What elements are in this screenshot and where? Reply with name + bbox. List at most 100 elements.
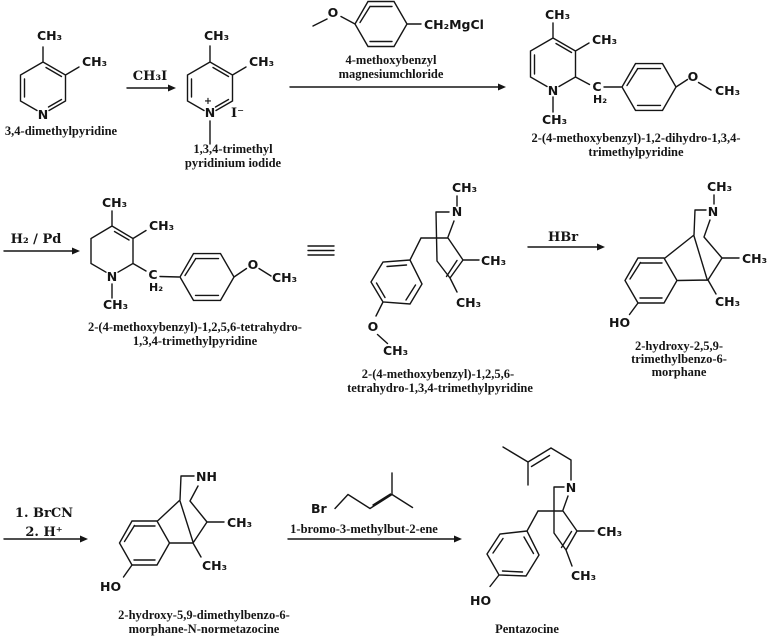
methyl-label: CH₃ (202, 558, 227, 573)
compound-name: 2-(4-methoxybenzyl)-1,2,5,6- (362, 367, 514, 381)
bonds (118, 475, 225, 578)
reaction-arrow-3: H₂ / Pd (3, 232, 80, 255)
structure-normetazocine: NH CH₃ CH₃ HO 2-hydroxy-5,9-dimethylbenz… (100, 469, 290, 636)
compound-name: Pentazocine (495, 622, 559, 636)
compound-name: 2-(4-methoxybenzyl)-1,2-dihydro-1,3,4- (531, 131, 740, 145)
plus-charge-label: + (204, 96, 212, 107)
methyl-label: CH₃ (592, 32, 617, 47)
reagent-label: CH₃I (133, 69, 167, 84)
bonds (370, 195, 480, 345)
oxygen-label: O (248, 257, 259, 272)
bonds (312, 0, 422, 48)
arrowhead (72, 247, 80, 255)
compound-name: 2-(4-methoxybenzyl)-1,2,5,6-tetrahydro- (88, 320, 302, 334)
iodide-label: I⁻ (231, 106, 244, 121)
oxygen-label: O (368, 319, 379, 334)
arrowhead (498, 83, 506, 91)
benzylic-h2-label: H₂ (149, 281, 163, 294)
methoxy-methyl-label: CH₃ (715, 83, 740, 98)
nitrogen-label: N (566, 480, 576, 495)
compound-name: morphane (652, 365, 707, 379)
methoxy-methyl-label: CH₃ (272, 270, 297, 285)
bonds (19, 46, 80, 112)
reagent-label: HBr (548, 230, 578, 245)
reagent-prenyl-bromide: Br 1-bromo-3-methylbut-2-ene (290, 472, 438, 536)
arrowhead (80, 535, 88, 543)
compound-name: trimethylpyridine (588, 145, 684, 159)
n-methyl-label: CH₃ (452, 180, 477, 195)
oxygen-label: O (328, 5, 339, 20)
methyl-label: CH₃ (715, 294, 740, 309)
arrowhead (168, 84, 176, 92)
methyl-label: CH₃ (82, 54, 107, 69)
reagent-name: 1-bromo-3-methylbut-2-ene (290, 522, 438, 536)
methyl-label: CH₃ (249, 54, 274, 69)
n-methyl-label: CH₃ (103, 297, 128, 312)
triple-bar (307, 245, 335, 256)
structure-tetrahydropyridine: CH₃ CH₃ N CH₃ C H₂ O CH₃ 2-(4-methoxyben… (88, 195, 302, 348)
n-methyl-label: CH₃ (542, 112, 567, 127)
compound-name: morphane-N-normetazocine (129, 622, 280, 636)
bonds (486, 446, 595, 588)
ch2mgcl-label: CH₂MgCl (424, 17, 484, 32)
methyl-label: CH₃ (545, 7, 570, 22)
benzylic-h2-label: H₂ (593, 93, 607, 106)
identity-sign (307, 245, 335, 256)
reaction-arrow-4: HBr (527, 230, 605, 251)
bonds (334, 472, 414, 510)
bonds (186, 45, 247, 145)
structure-dihydropyridine: CH₃ CH₃ N CH₃ C H₂ O CH₃ 2-(4-methoxyben… (529, 7, 741, 159)
hydroxy-label: HO (609, 315, 630, 330)
structure-34-dimethylpyridine: CH₃ CH₃ N 3,4-dimethylpyridine (5, 28, 118, 138)
compound-name: 1,3,4-trimethylpyridine (133, 334, 258, 348)
nitrogen-label: N (452, 204, 462, 219)
reaction-arrow-2 (289, 83, 506, 91)
benzylic-carbon-label: C (592, 79, 601, 94)
nitrogen-label: N (107, 269, 117, 284)
compound-name: 1,3,4-trimethyl (193, 142, 273, 156)
compound-name: 2-hydroxy-2,5,9- (635, 339, 723, 353)
reaction-arrow-1: CH₃I (126, 69, 176, 92)
reagent-label: H₂ / Pd (11, 232, 62, 247)
structure-trimethylbenzomorphane: CH₃ N CH₃ CH₃ HO 2-hydroxy-2,5,9- trimet… (609, 179, 767, 379)
benzylic-carbon-label: C (148, 267, 157, 282)
methyl-label: CH₃ (571, 568, 596, 583)
reagent-name: 4-methoxybenzyl (346, 53, 437, 67)
reaction-arrow-6 (287, 535, 462, 543)
arrowhead (454, 535, 462, 543)
bonds (624, 194, 740, 316)
methyl-label: CH₃ (597, 524, 622, 539)
compound-name: 2-hydroxy-5,9-dimethylbenzo-6- (118, 608, 290, 622)
hydroxy-label: HO (100, 579, 121, 594)
methyl-label: CH₃ (742, 251, 767, 266)
bonds (529, 22, 712, 113)
reagent-grignard: O CH₂MgCl 4-methoxybenzyl magnesiumchlor… (312, 0, 484, 81)
methyl-label: CH₃ (204, 28, 229, 43)
nitrogen-label: N (548, 83, 558, 98)
methoxy-methyl-label: CH₃ (383, 343, 408, 358)
compound-name: pyridinium iodide (185, 156, 282, 170)
oxygen-label: O (688, 69, 699, 84)
methyl-label: CH₃ (37, 28, 62, 43)
nitrogen-label: N (708, 204, 718, 219)
compound-name: trimethylbenzo-6- (631, 352, 727, 366)
structure-tetrahydropyridine-folded: CH₃ N CH₃ CH₃ O CH₃ 2-(4-methoxybenzyl)-… (347, 180, 533, 395)
bromine-label: Br (311, 501, 328, 516)
compound-name: tetrahydro-1,3,4-trimethylpyridine (347, 381, 533, 395)
nitrogen-label: N (38, 107, 48, 122)
arrowhead (597, 243, 605, 251)
structure-pyridinium-iodide: CH₃ CH₃ + N I⁻ 1,3,4-trimethyl pyridiniu… (185, 28, 282, 170)
reagent-label: 1. BrCN (15, 506, 73, 521)
n-methyl-label: CH₃ (707, 179, 732, 194)
methyl-label: CH₃ (481, 253, 506, 268)
reaction-arrow-5: 1. BrCN 2. H⁺ (3, 506, 88, 543)
bonds (90, 210, 272, 302)
methyl-label: CH₃ (149, 218, 174, 233)
reagent-name: magnesiumchloride (339, 67, 444, 81)
hydroxy-label: HO (470, 593, 491, 608)
methyl-label: CH₃ (102, 195, 127, 210)
reagent-label: 2. H⁺ (25, 525, 62, 540)
methyl-label: CH₃ (456, 295, 481, 310)
nitrogen-label: N (205, 105, 215, 120)
compound-name: 3,4-dimethylpyridine (5, 124, 118, 138)
